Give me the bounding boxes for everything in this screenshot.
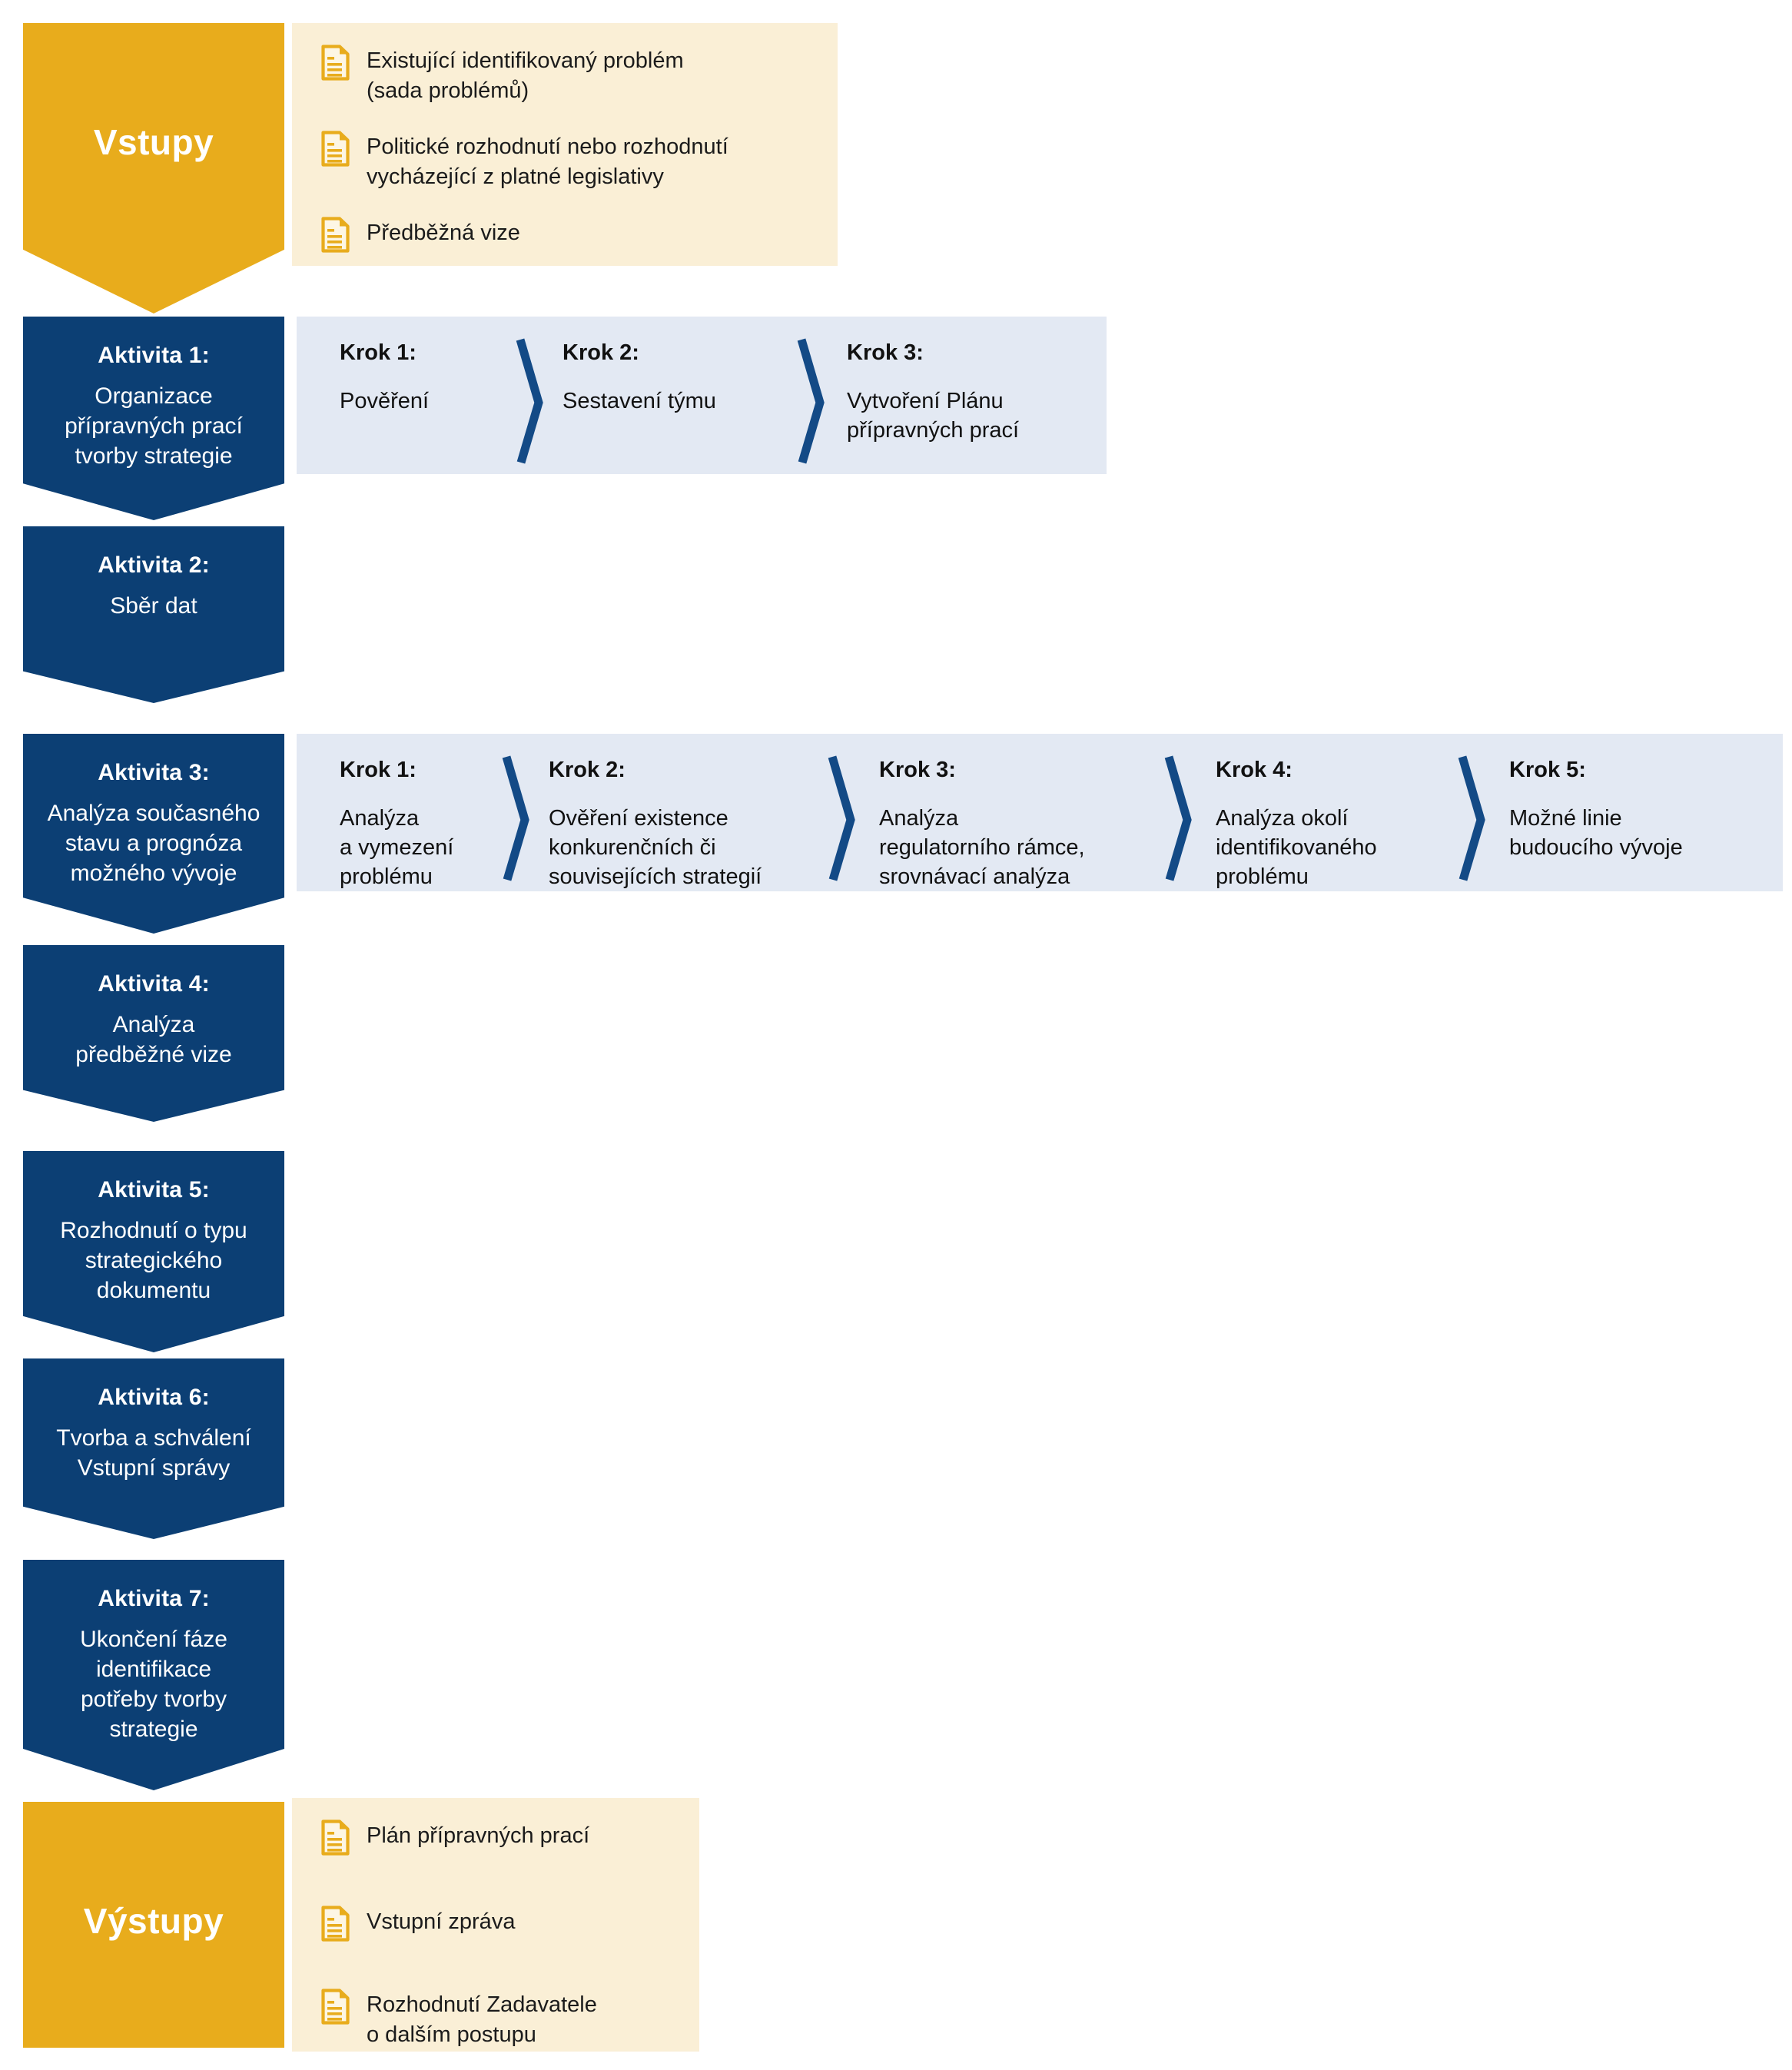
inputs-item-text: Politické rozhodnutí nebo rozhodnutí vyc… bbox=[367, 134, 728, 189]
outputs-item-text: Plán přípravných prací bbox=[367, 1823, 590, 1848]
chevron-separator-icon bbox=[797, 338, 825, 464]
activity-2-subtitle: Sběr dat bbox=[110, 593, 197, 619]
chevron-separator-icon bbox=[516, 338, 543, 464]
outputs-item-text: Vstupní zpráva bbox=[367, 1909, 516, 1934]
activity-3-steps-panel: Krok 1: Analýza a vymezení problému Krok… bbox=[297, 734, 1783, 891]
document-icon bbox=[321, 1989, 350, 2025]
inputs-item-text: Předběžná vize bbox=[367, 221, 520, 245]
step-item: Krok 5: Možné linie budoucího vývoje bbox=[1509, 757, 1740, 862]
inputs-panel: Existující identifikovaný problém (sada … bbox=[292, 23, 838, 266]
outputs-list-item: Vstupní zpráva bbox=[321, 1906, 682, 1942]
inputs-list-item: Existující identifikovaný problém (sada … bbox=[321, 45, 821, 105]
outputs-label: Výstupy bbox=[83, 1901, 224, 1941]
activity-5-chevron: Aktivita 5: Rozhodnutí o typu strategick… bbox=[23, 1151, 284, 1352]
document-icon bbox=[321, 1820, 350, 1856]
step-item: Krok 3: Vytvoření Plánu přípravných prac… bbox=[847, 340, 1077, 445]
step-title: Krok 5: bbox=[1509, 758, 1586, 782]
activity-5-subtitle: Rozhodnutí o typu strategického dokument… bbox=[60, 1218, 247, 1304]
step-text: Vytvoření Plánu přípravných prací bbox=[847, 388, 1020, 443]
activity-6-subtitle: Tvorba a schválení Vstupní správy bbox=[56, 1425, 251, 1481]
chevron-separator-icon bbox=[828, 755, 855, 881]
activity-6-chevron: Aktivita 6: Tvorba a schválení Vstupní s… bbox=[23, 1358, 284, 1539]
step-title: Krok 3: bbox=[847, 340, 924, 365]
document-icon bbox=[321, 1906, 350, 1942]
step-item: Krok 1: Analýza a vymezení problému bbox=[340, 757, 486, 892]
step-item: Krok 4: Analýza okolí identifikovaného p… bbox=[1216, 757, 1446, 892]
step-item: Krok 2: Sestavení týmu bbox=[562, 340, 762, 416]
inputs-list-item: Předběžná vize bbox=[321, 217, 821, 253]
step-text: Analýza okolí identifikovaného problému bbox=[1216, 805, 1377, 890]
outputs-box: Výstupy bbox=[23, 1802, 284, 2048]
chevron-separator-icon bbox=[1458, 755, 1485, 881]
inputs-label: Vstupy bbox=[93, 122, 214, 162]
step-text: Analýza regulatorního rámce, srovnávací … bbox=[879, 805, 1085, 890]
activity-7-subtitle: Ukončení fáze identifikace potřeby tvorb… bbox=[80, 1627, 227, 1743]
activity-1-subtitle: Organizace přípravných prací tvorby stra… bbox=[65, 383, 243, 469]
activity-1-title: Aktivita 1: bbox=[98, 343, 210, 368]
step-item: Krok 2: Ověření existence konkurenčních … bbox=[549, 757, 802, 892]
step-text: Analýza a vymezení problému bbox=[340, 805, 454, 890]
activity-2-title: Aktivita 2: bbox=[98, 552, 210, 578]
activity-2-chevron: Aktivita 2: Sběr dat bbox=[23, 526, 284, 703]
outputs-panel: Plán přípravných prací Vstupní zpráva bbox=[292, 1798, 699, 2052]
step-item: Krok 1: Pověření bbox=[340, 340, 501, 416]
activity-3-chevron: Aktivita 3: Analýza současného stavu a p… bbox=[23, 734, 284, 934]
outputs-item-text: Rozhodnutí Zadavatele o dalším postupu bbox=[367, 1992, 597, 2047]
step-text: Sestavení týmu bbox=[562, 388, 716, 413]
step-item: Krok 3: Analýza regulatorního rámce, sro… bbox=[879, 757, 1140, 892]
inputs-item-text: Existující identifikovaný problém (sada … bbox=[367, 48, 684, 103]
document-icon bbox=[321, 131, 350, 167]
step-title: Krok 1: bbox=[340, 758, 416, 782]
document-icon bbox=[321, 45, 350, 81]
step-title: Krok 1: bbox=[340, 340, 416, 365]
activity-5-title: Aktivita 5: bbox=[98, 1177, 210, 1203]
step-title: Krok 4: bbox=[1216, 758, 1293, 782]
step-title: Krok 2: bbox=[549, 758, 626, 782]
inputs-chevron: Vstupy bbox=[23, 23, 284, 313]
activity-1-chevron: Aktivita 1: Organizace přípravných prací… bbox=[23, 317, 284, 520]
activity-3-subtitle: Analýza současného stavu a prognóza možn… bbox=[47, 801, 261, 887]
outputs-list-item: Rozhodnutí Zadavatele o dalším postupu bbox=[321, 1989, 682, 2049]
outputs-list-item: Plán přípravných prací bbox=[321, 1820, 682, 1856]
activity-4-chevron: Aktivita 4: Analýza předběžné vize bbox=[23, 945, 284, 1122]
activity-4-subtitle: Analýza předběžné vize bbox=[75, 1012, 232, 1068]
activity-1-steps-panel: Krok 1: Pověření Krok 2: Sestavení týmu … bbox=[297, 317, 1107, 474]
step-text: Ověření existence konkurenčních či souvi… bbox=[549, 805, 762, 890]
activity-3-title: Aktivita 3: bbox=[98, 760, 210, 785]
activity-4-title: Aktivita 4: bbox=[98, 971, 210, 997]
step-title: Krok 2: bbox=[562, 340, 639, 365]
inputs-list-item: Politické rozhodnutí nebo rozhodnutí vyc… bbox=[321, 131, 821, 191]
document-icon bbox=[321, 217, 350, 253]
step-title: Krok 3: bbox=[879, 758, 956, 782]
step-text: Pověření bbox=[340, 388, 430, 413]
chevron-separator-icon bbox=[1164, 755, 1192, 881]
activity-7-title: Aktivita 7: bbox=[98, 1586, 210, 1611]
activity-7-chevron: Aktivita 7: Ukončení fáze identifikace p… bbox=[23, 1560, 284, 1790]
chevron-separator-icon bbox=[502, 755, 529, 881]
activity-6-title: Aktivita 6: bbox=[98, 1385, 210, 1410]
step-text: Možné linie budoucího vývoje bbox=[1509, 805, 1683, 861]
